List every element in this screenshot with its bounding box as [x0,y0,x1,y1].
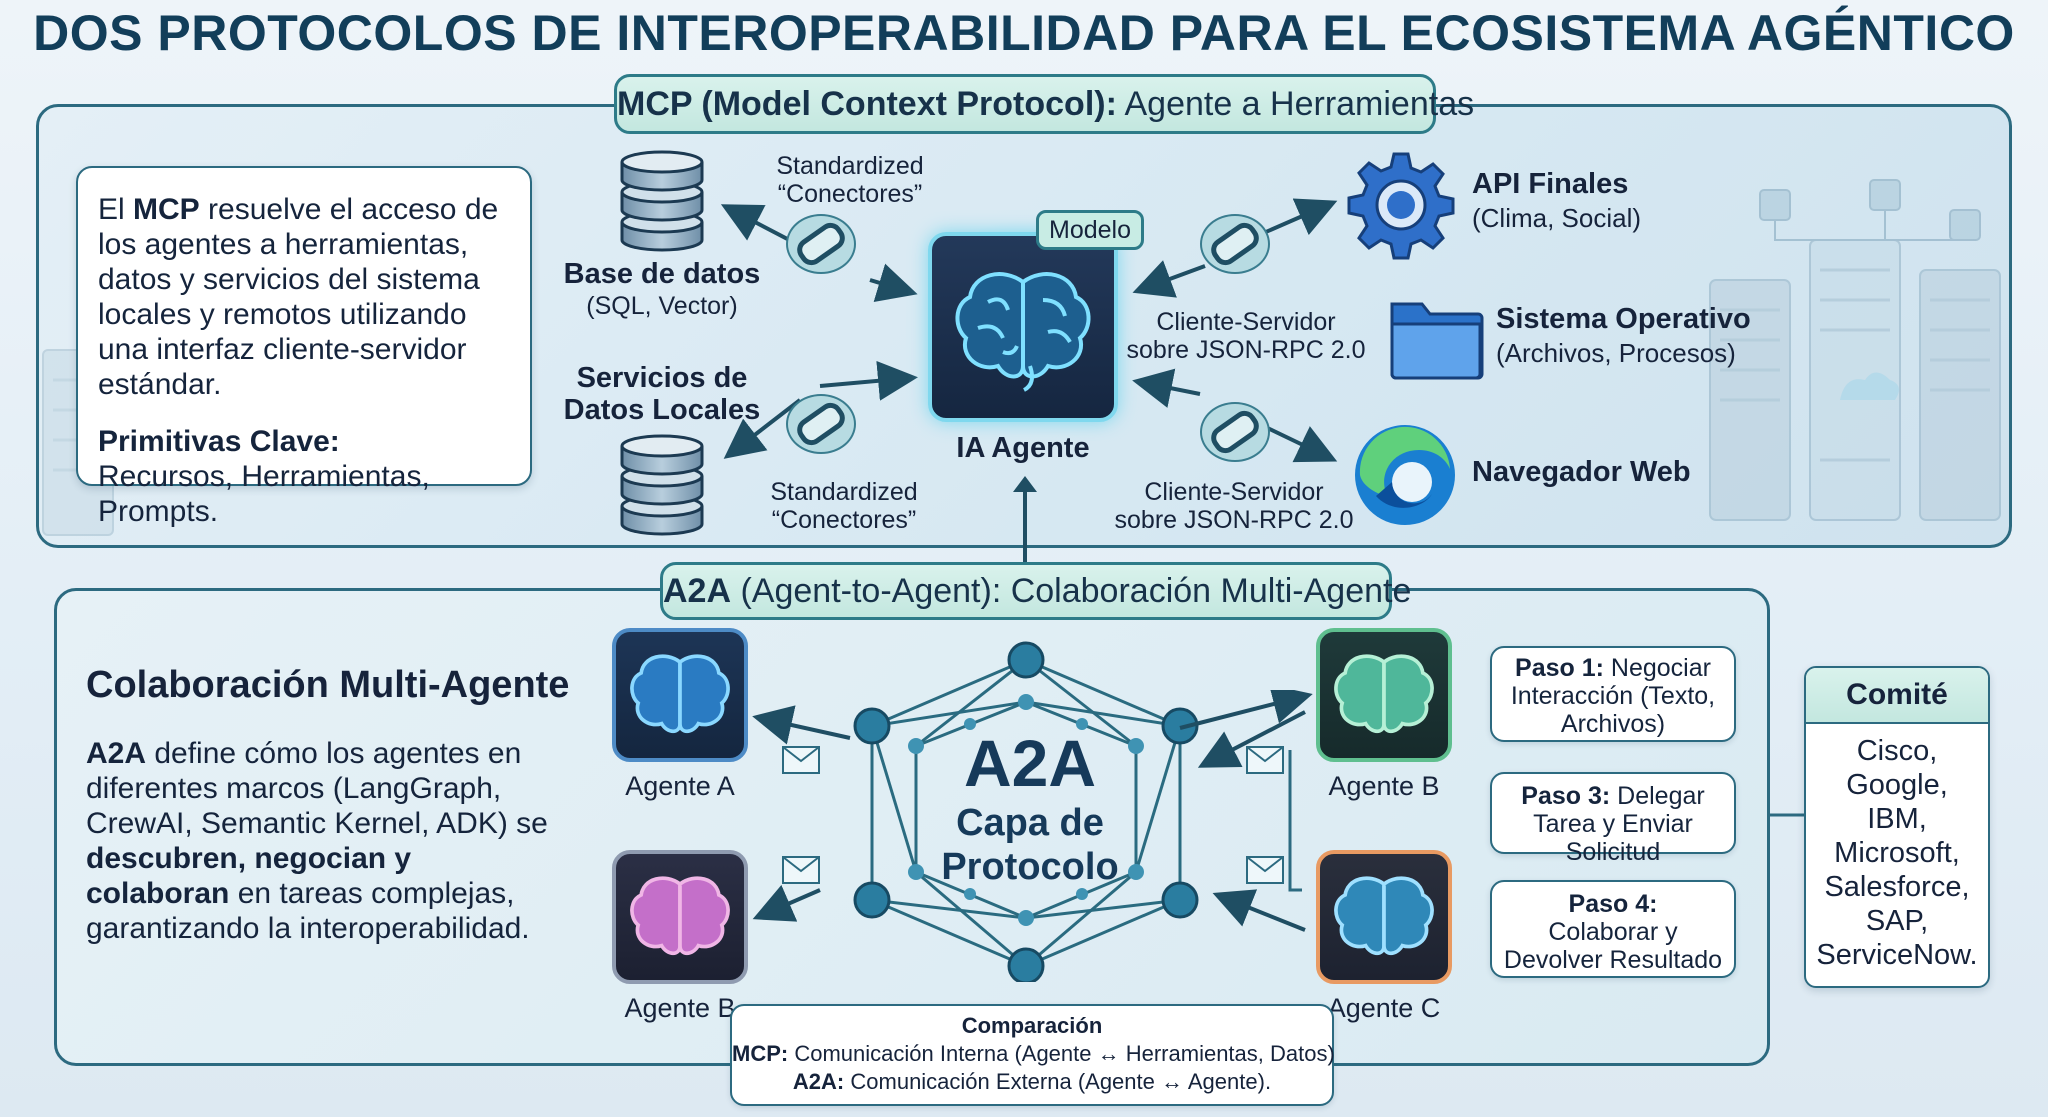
agent-c-label: Agente C [1327,993,1441,1023]
db-title: Base de datos [563,258,761,290]
a2a-to-agent-arrow [1013,476,1037,564]
agent-c-box [1316,850,1452,984]
step-4-callout: Paso 4:Colaborar y Devolver Resultado [1490,880,1736,978]
envelope-icon-3 [1246,746,1284,774]
comparison-a2a: A2A: Comunicación Externa (Agente ↔ Agen… [792,1069,1272,1094]
client-server-bottom-line2: sobre JSON-RPC 2.0 [1114,506,1354,534]
connectors-top-line1: Standardized [776,152,924,180]
envelope-icon-1 [782,746,820,774]
folder-icon [1390,302,1484,380]
client-server-bottom-line1: Cliente-Servidor [1144,478,1324,506]
a2a-banner-bold: A2A [663,572,732,610]
connectors-top-line2: “Conectores” [777,180,923,208]
agent-a-brain-icon [630,654,730,734]
client-server-top-line2: sobre JSON-RPC 2.0 [1126,336,1366,364]
a2a-panel [54,588,1770,1066]
database-icon [620,150,704,252]
a2a-description: A2A define cómo los agentes en diferente… [86,737,548,945]
hub-line-1: Capa de [956,802,1104,844]
os-subtitle: (Archivos, Procesos) [1496,338,1736,368]
page-title: DOS PROTOCOLOS DE INTEROPERABILIDAD PARA… [33,5,2015,61]
hub-line-2: Protocolo [941,846,1119,888]
client-server-link-icon-bottom [1200,402,1270,462]
agent-b-right-brain-icon [1334,654,1434,734]
committee-connector [1770,813,1806,817]
brain-icon [955,272,1091,392]
connector-link-icon-bottom [786,394,856,454]
db-subtitle: (SQL, Vector) [586,292,738,320]
connectors-bottom-line1: Standardized [770,478,918,506]
server-rack-illustration [1709,179,2001,521]
comparison-mcp: MCP: Comunicación Interna (Agente ↔ Herr… [732,1041,1335,1066]
mcp-description-card: El MCP resuelve el acceso de los agentes… [76,166,532,528]
comparison-card: Comparación MCP: Comunicación Interna (A… [730,1004,1335,1106]
step-1-callout: Paso 1: Negociar Interacción (Texto, Arc… [1490,646,1736,742]
primitives-list: Recursos, Herramientas, Prompts. [98,460,430,528]
agent-c-brain-icon [1334,876,1434,956]
agent-b-left-box [612,850,748,984]
envelope-icon-2 [782,856,820,884]
local-database-icon [620,434,704,536]
mcp-banner-bold: MCP (Model Context Protocol): [617,85,1117,123]
agent-a-box [612,628,748,762]
agent-b-left-brain-icon [630,876,730,956]
ia-agent-label: IA Agente [956,432,1090,464]
gear-icon [1347,152,1455,260]
ia-agent-box [928,232,1118,422]
web-browser-title: Navegador Web [1472,456,1691,488]
mcp-banner: MCP (Model Context Protocol): Agente a H… [614,74,1474,134]
connectors-bottom-line2: “Conectores” [771,506,917,534]
a2a-message-arrows [752,690,1313,932]
model-tag: Modelo [1036,210,1144,250]
hub-title: A2A [963,726,1097,800]
step-3-callout: Paso 3: Delegar Tarea y Enviar Solicitud [1490,772,1736,866]
a2a-heading: Colaboración Multi-Agente [86,664,570,706]
comparison-title: Comparación [961,1013,1103,1038]
committee-card: Comité Cisco, Google, IBM, Microsoft, Sa… [1804,666,1990,988]
agent-b-right-label: Agente B [1328,771,1440,801]
committee-title: Comité [1806,668,1988,724]
mcp-banner-rest: Agente a Herramientas [1116,85,1475,123]
agent-b-right-box [1316,628,1452,762]
mcp-description: El MCP resuelve el acceso de los agentes… [98,193,499,401]
primitives-title: Primitivas Clave: [98,425,340,458]
committee-members: Cisco, Google, IBM, Microsoft, Salesforc… [1816,735,1978,971]
os-title: Sistema Operativo [1496,303,1751,335]
agent-a-label: Agente A [625,771,735,801]
a2a-banner-rest: (Agent-to-Agent): Colaboración Multi-Age… [731,572,1412,610]
client-server-top-line1: Cliente-Servidor [1156,308,1336,336]
connector-link-icon-top [786,214,856,274]
envelope-icon-4 [1246,856,1284,884]
api-subtitle: (Clima, Social) [1472,203,1642,233]
api-title: API Finales [1472,168,1629,200]
client-server-link-icon-top [1200,214,1270,274]
local-services-title-1: Servicios de [576,362,748,394]
agent-b-left-label: Agente B [624,993,736,1023]
a2a-banner: A2A (Agent-to-Agent): Colaboración Multi… [660,562,1411,620]
web-browser-icon [1355,425,1455,525]
